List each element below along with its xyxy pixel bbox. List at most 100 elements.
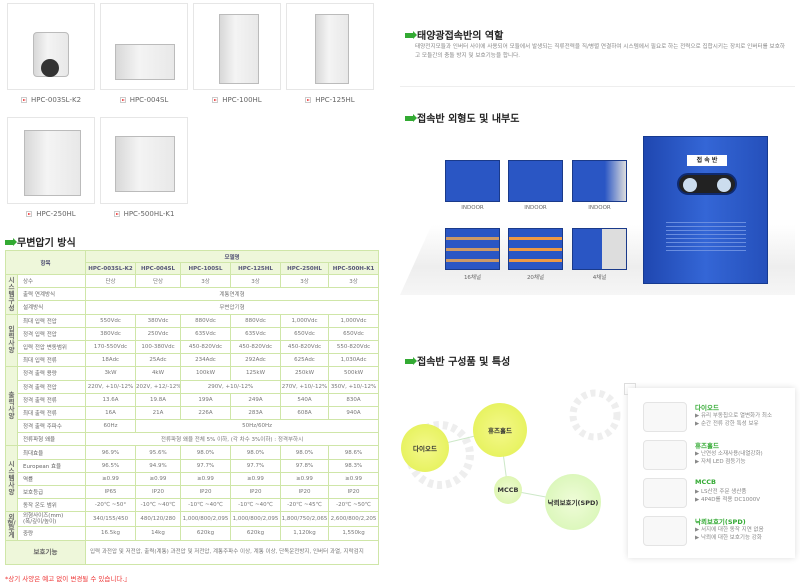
spec-note: *상기 사양은 예고 없이 변경될 수 있습니다.』: [5, 575, 131, 583]
component-title: 다이오드: [695, 404, 719, 412]
component-item: 다이오드▶ 유리 부동칩으로 열변화가 최소▶ 순간 전류 강한 특성 보유: [643, 402, 793, 434]
cell: 608A: [280, 405, 329, 421]
cell: ≥0.99: [135, 471, 181, 487]
product-card[interactable]: HPC-500HL-K1: [100, 117, 188, 218]
cell: 1,000/800/2,095: [180, 511, 231, 528]
product-card[interactable]: HPC-003SL-K2: [7, 3, 95, 104]
row-label: 출력 연계방식: [17, 287, 86, 302]
cell: IP65: [85, 484, 136, 500]
product-label: HPC-250HL: [36, 210, 76, 218]
thumb-label: 4채널: [592, 275, 607, 281]
group-label: 시스템사양: [5, 445, 18, 513]
row-label: 동작 온도 범위: [17, 498, 86, 513]
product-label: HPC-003SL-K2: [30, 96, 82, 104]
cell: 290V, +10/-12%: [180, 379, 281, 394]
cell: 226A: [180, 405, 231, 421]
cell: 380Vdc: [135, 313, 181, 328]
component-photo: [643, 478, 687, 508]
cell: 625Adc: [280, 353, 329, 368]
row-label: 정격 입력 전압: [17, 326, 86, 341]
cell: -20℃ ~50°: [85, 498, 136, 513]
component-title: MCCB: [695, 478, 716, 486]
row-label: 역률: [17, 471, 86, 487]
row-label: 정격 출력 전류: [17, 392, 86, 407]
cell: 620kg: [230, 526, 281, 541]
cell: 250Vdc: [135, 326, 181, 341]
model-col: HPC-250HL: [280, 262, 329, 275]
cell: 16.5kg: [85, 526, 136, 541]
cell: IP20: [135, 484, 181, 500]
row-label: 보호기능: [5, 539, 86, 565]
item-header: 항목: [5, 250, 86, 275]
component-feature: ▶ 자체 LED 점등기능: [695, 459, 746, 465]
section-title-components: 접속반 구성품 및 특성: [405, 353, 510, 368]
gear-icon: [569, 389, 621, 441]
cell: 283A: [230, 405, 281, 421]
product-image: [7, 3, 95, 90]
product-card[interactable]: HPC-100HL: [193, 3, 281, 104]
cell: 1,000/800/2,095: [230, 511, 281, 528]
model-header: 모델명: [84, 250, 380, 263]
component-photo: [643, 402, 687, 432]
cell: 단상: [135, 273, 181, 289]
component-photo: [643, 516, 687, 546]
bullet-arrow-icon: [20, 97, 27, 103]
cell: 100-380Vdc: [135, 339, 181, 355]
row-label: 최대 출력 전류: [17, 405, 86, 421]
cell: 234Adc: [180, 353, 231, 368]
cell: IP20: [230, 484, 281, 500]
model-col: HPC-125HL: [230, 262, 281, 275]
product-card[interactable]: HPC-125HL: [286, 3, 374, 104]
thumb-label: INDOOR: [524, 205, 547, 211]
cell: 380Vdc: [85, 326, 136, 341]
thumb-label: 16채널: [463, 275, 482, 281]
cell: 1,120kg: [280, 526, 329, 541]
cell: ≥0.99: [180, 471, 231, 487]
bubble-spd: 낙뢰보호기(SPD): [545, 474, 601, 530]
interior-thumb: [508, 228, 563, 270]
cell: 635Vdc: [180, 326, 231, 341]
cell: 1,000Vdc: [327, 313, 380, 328]
cell: 1,550kg: [327, 526, 380, 541]
cell: 340/155/450: [85, 511, 136, 528]
interior-thumb: [445, 160, 500, 202]
bullet-arrow-icon: [113, 211, 120, 217]
bullet-arrow-icon: [119, 97, 126, 103]
cell: 125kW: [230, 366, 281, 381]
product-card[interactable]: HPC-250HL: [7, 117, 95, 218]
row-label: 중량: [17, 526, 86, 541]
cell: 249A: [230, 392, 281, 407]
cell: 무변압기형: [84, 300, 380, 315]
cell: 13.6A: [85, 392, 136, 407]
bullet-arrow-icon: [305, 97, 312, 103]
row-label: European 효율: [17, 458, 86, 473]
cell: ≥0.99: [327, 471, 380, 487]
section-title-role: 태양광접속반의 역할: [405, 27, 503, 42]
product-label: HPC-004SL: [129, 96, 169, 104]
cell: ≥0.99: [280, 471, 329, 487]
cell: 550Vdc: [85, 313, 136, 328]
cell: 220V, +10/-12%: [85, 379, 136, 394]
component-feature: ▶ 4P4D를 적용 DC1000V: [695, 497, 761, 503]
junction-box-cabinet: 접 속 반: [643, 136, 768, 284]
cell: 635Vdc: [230, 326, 281, 341]
cell: 97.7%: [230, 458, 281, 473]
cabinet-label: 접 속 반: [687, 155, 727, 166]
table-row: 동작 온도 범위-20℃ ~50°-10℃ ~40℃-10℃ ~40℃-10℃ …: [6, 498, 380, 513]
group-label: 출력사양: [5, 366, 18, 447]
arrow-icon: [405, 357, 417, 365]
component-title: 낙뢰보호기(SPD): [695, 518, 746, 526]
interior-thumb: [508, 160, 563, 202]
cell: 96.5%: [85, 458, 136, 473]
product-label: HPC-100HL: [222, 96, 262, 104]
product-image: [286, 3, 374, 90]
component-feature: ▶ LS산전 주문 생산품: [695, 489, 747, 495]
product-card[interactable]: HPC-004SL: [100, 3, 188, 104]
